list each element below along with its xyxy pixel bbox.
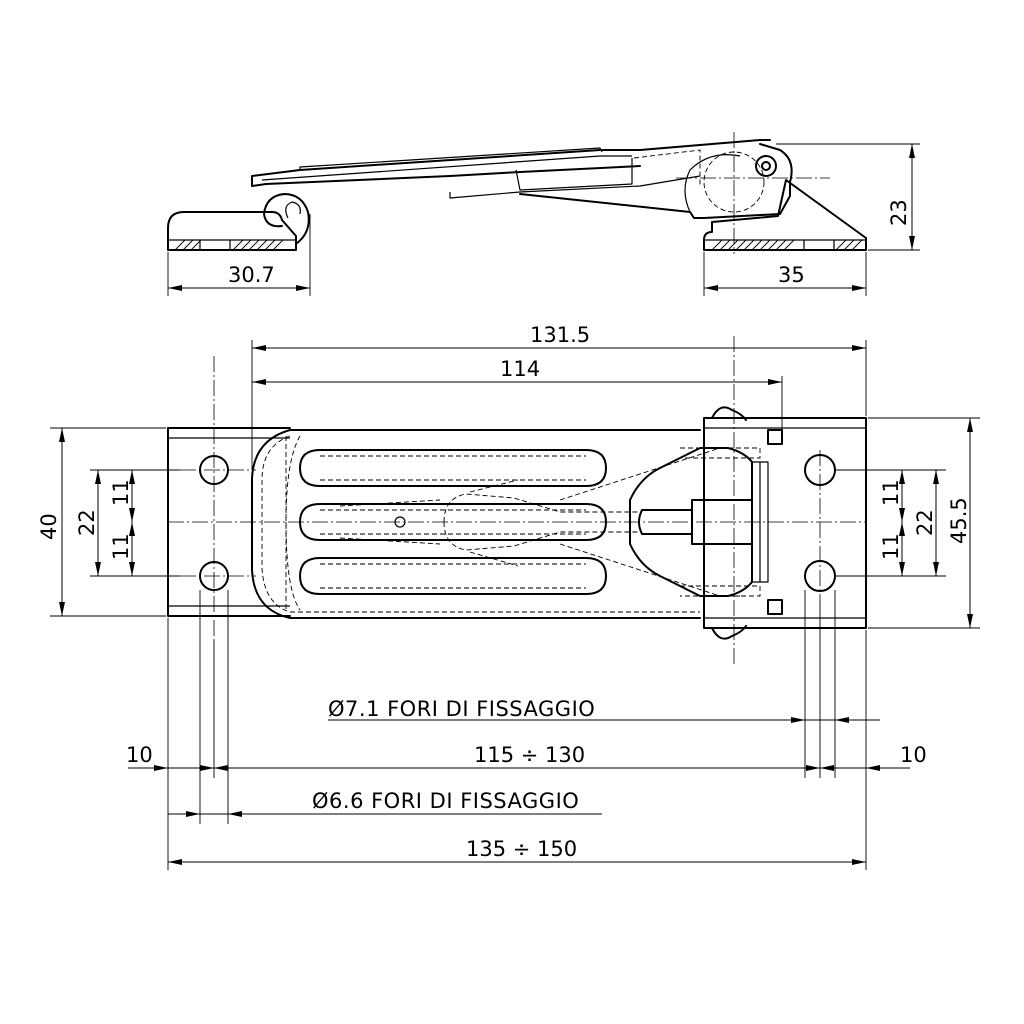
slot-middle bbox=[299, 503, 607, 541]
dim-edge-right: 10 bbox=[900, 743, 927, 767]
lever-arm bbox=[251, 139, 771, 187]
dim-overall-length: 131.5 bbox=[530, 323, 590, 347]
dim-half-right-upper: 11 bbox=[879, 479, 903, 506]
anchor-plate bbox=[703, 417, 867, 629]
dim-width-left: 40 bbox=[37, 513, 61, 540]
slot-top bbox=[299, 449, 607, 487]
dim-width-right: 45.5 bbox=[947, 497, 971, 544]
dim-hole-spacing-right: 22 bbox=[913, 509, 937, 536]
right-base-plate bbox=[703, 179, 867, 251]
dim-hole-span: 115 ÷ 130 bbox=[474, 743, 585, 767]
left-base-plate bbox=[167, 211, 297, 251]
note-holes-left: Ø6.6 FORI DI FISSAGGIO bbox=[312, 789, 579, 813]
tension-rod bbox=[449, 175, 701, 199]
dim-half-left-lower: 11 bbox=[109, 533, 133, 560]
dim-height: 23 bbox=[887, 199, 911, 226]
hidden-linkage bbox=[443, 493, 640, 551]
lever-body bbox=[251, 429, 701, 619]
dim-lever-length: 114 bbox=[500, 357, 540, 381]
pivot-housing bbox=[519, 143, 793, 219]
side-view: 30.7 35 23 bbox=[167, 132, 920, 296]
dim-left-base: 30.7 bbox=[228, 263, 275, 287]
hook bbox=[263, 193, 310, 245]
dim-edge-left: 10 bbox=[126, 743, 153, 767]
dim-half-left-upper: 11 bbox=[109, 479, 133, 506]
slot-bottom bbox=[299, 557, 607, 595]
right-base-hatch bbox=[711, 239, 863, 251]
dim-total-span: 135 ÷ 150 bbox=[466, 837, 577, 861]
left-base-hatch bbox=[174, 239, 284, 251]
note-holes-right: Ø7.1 FORI DI FISSAGGIO bbox=[328, 697, 595, 721]
dim-half-right-lower: 11 bbox=[879, 533, 903, 560]
dim-hole-spacing-left: 22 bbox=[75, 509, 99, 536]
top-view: 131.5 114 40 22 11 11 45.5 bbox=[37, 323, 980, 870]
dim-right-base: 35 bbox=[778, 263, 805, 287]
